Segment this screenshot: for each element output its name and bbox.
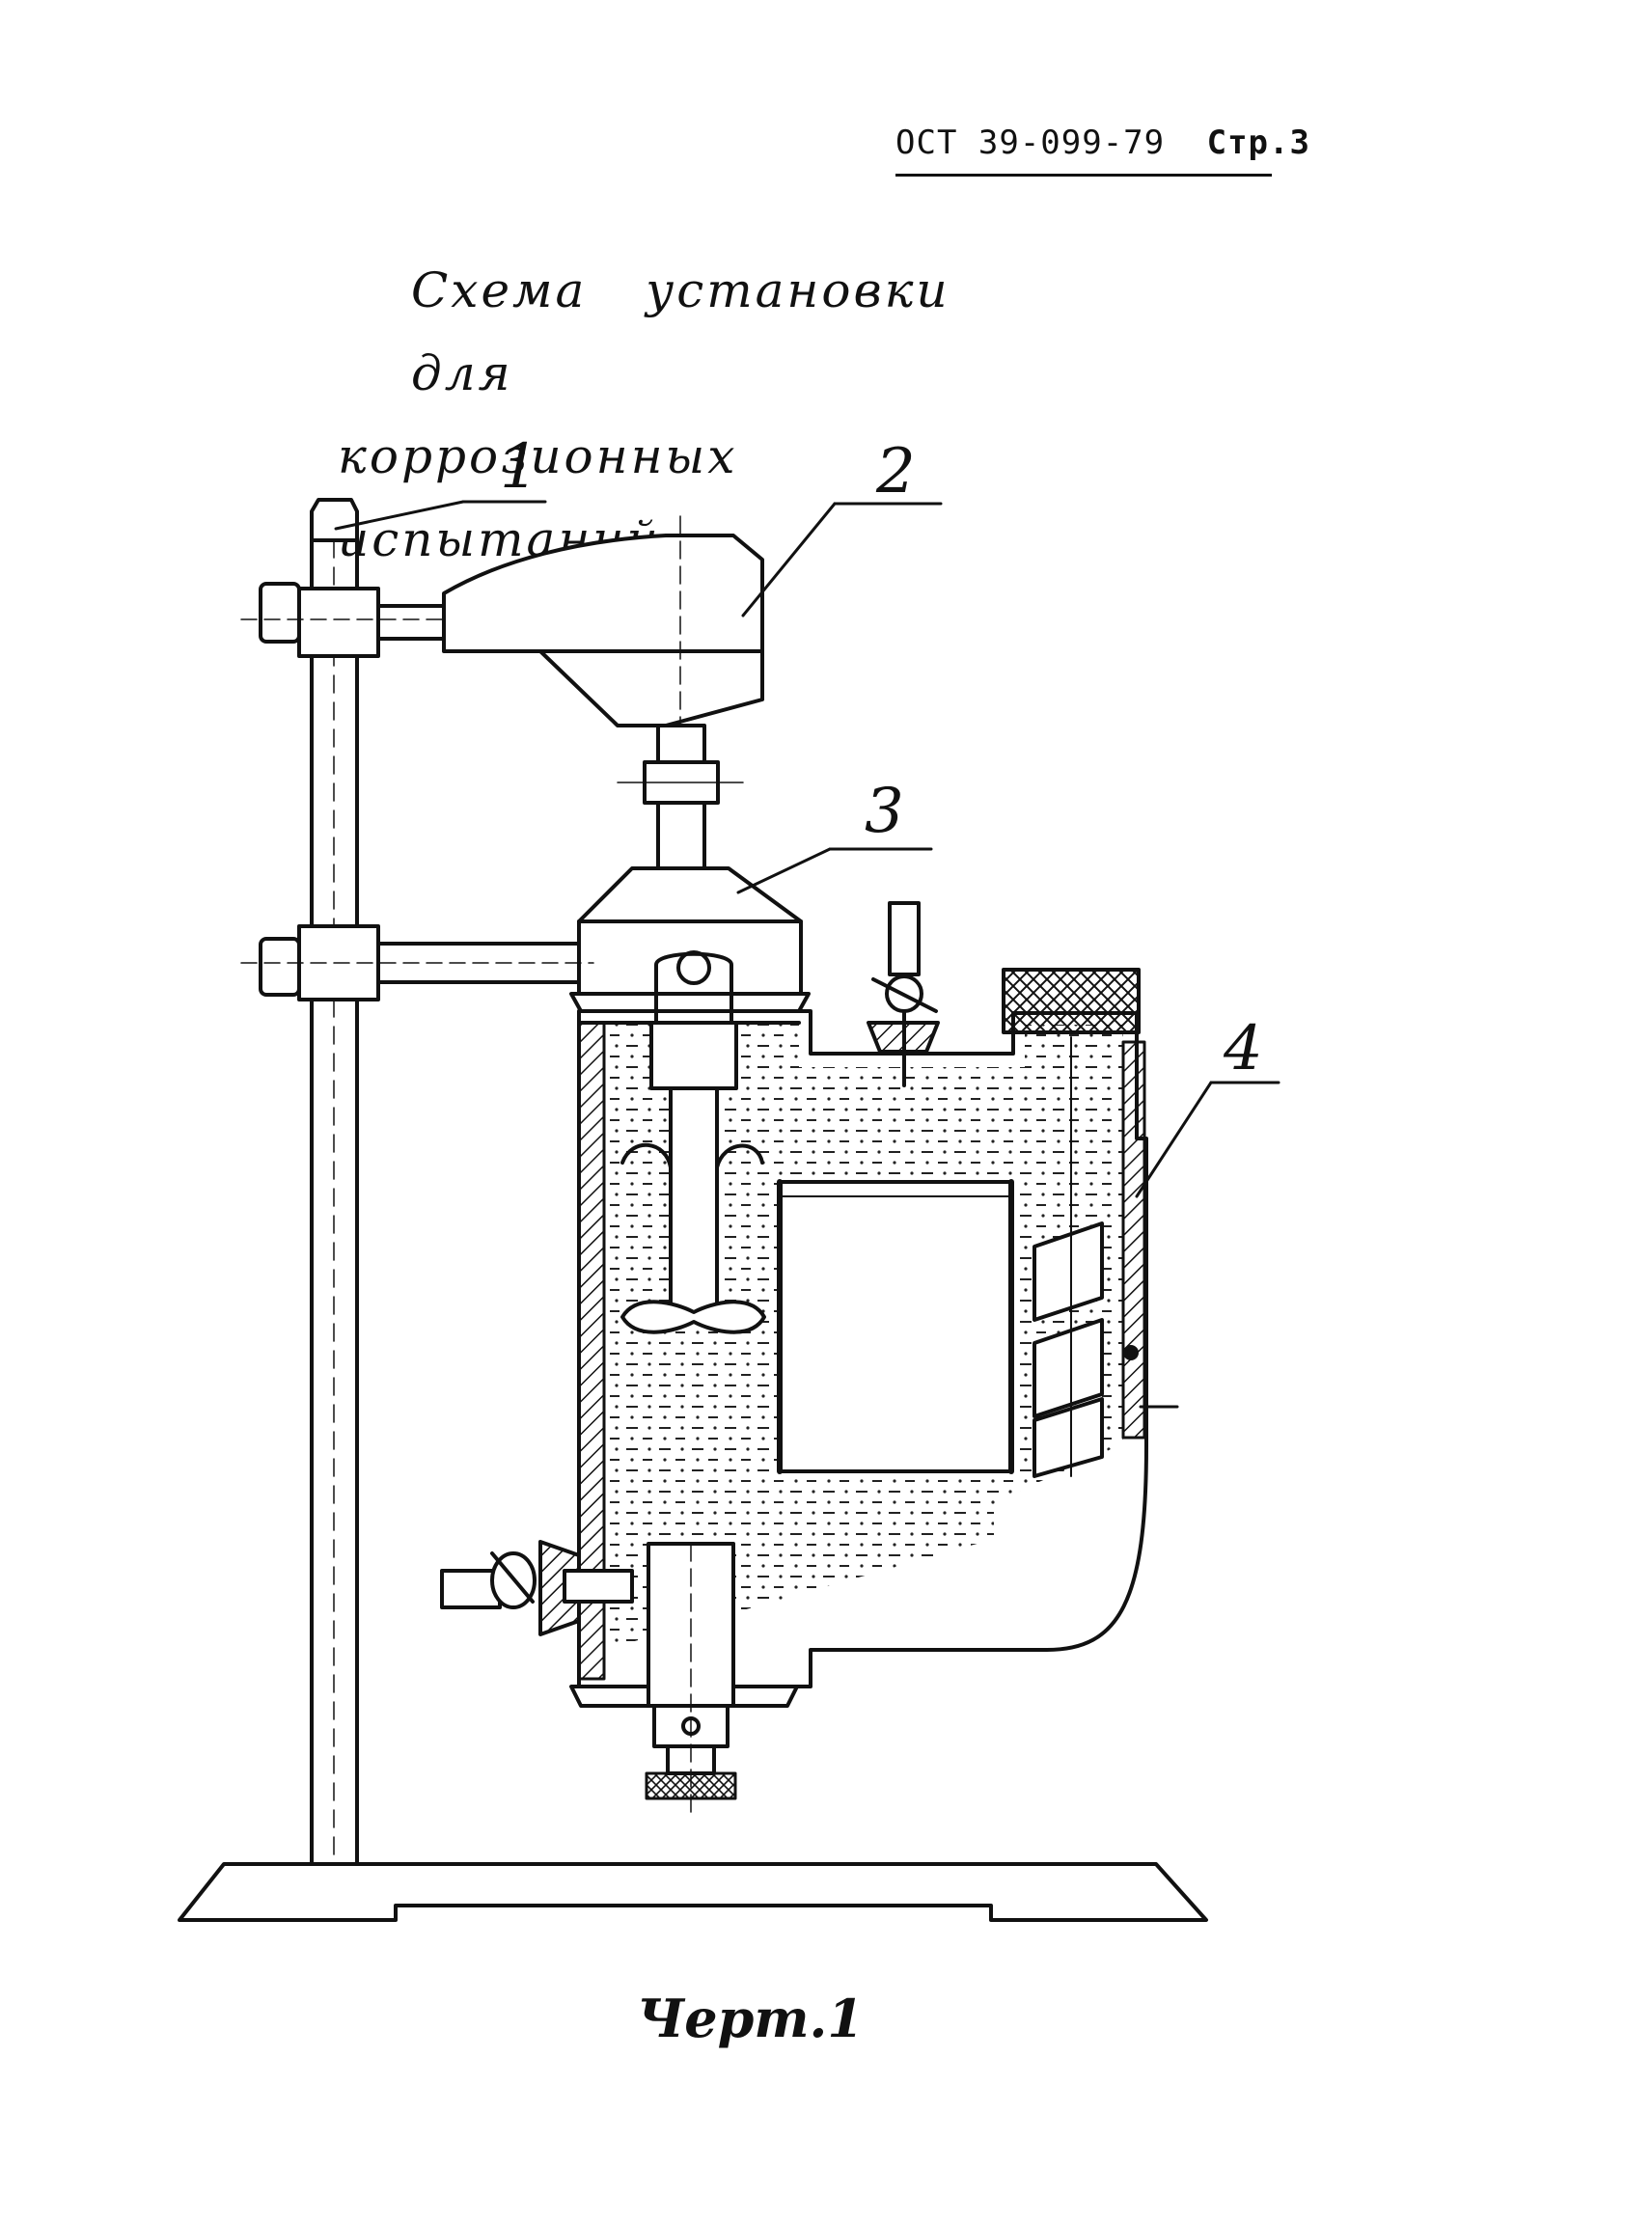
stirrer <box>620 950 766 1334</box>
side-port-valve <box>867 901 940 1087</box>
inner-block <box>777 1179 1014 1474</box>
drain-valve <box>440 1540 634 1636</box>
vessel-bottom-support <box>569 1542 799 1815</box>
electric-motor <box>442 515 764 734</box>
drive-shaft-coupling <box>617 724 744 870</box>
specimens <box>1032 1036 1139 1478</box>
page-number: Стр.3 <box>1206 123 1310 162</box>
title-line-1: Схема установки для <box>411 262 950 401</box>
upper-clamp <box>240 582 454 658</box>
stand-base <box>178 1862 1208 1922</box>
page-header: ОСТ 39-099-79 Стр.3 <box>895 123 1309 177</box>
vessel-lid <box>569 866 811 1013</box>
callout-1: 1 <box>500 431 539 503</box>
callout-3: 3 <box>865 776 904 847</box>
callout-4: 4 <box>1223 1013 1263 1084</box>
stand-rod <box>310 498 359 1866</box>
callout-2: 2 <box>875 436 916 507</box>
document-code: ОСТ 39-099-79 <box>895 123 1166 162</box>
callout-leaders <box>334 500 1280 1409</box>
lower-clamp <box>240 924 594 1001</box>
filler-cap <box>1002 968 1141 1034</box>
figure-caption: Черт.1 <box>637 1988 864 2049</box>
